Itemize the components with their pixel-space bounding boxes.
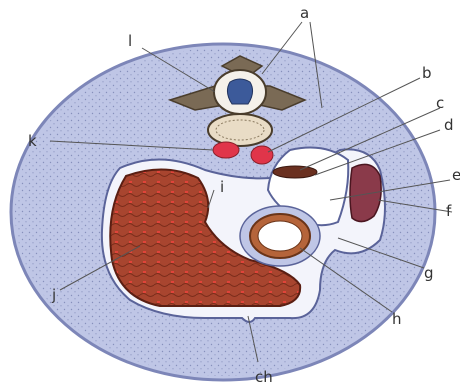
label-f: f bbox=[446, 202, 452, 220]
vessel-b bbox=[251, 146, 273, 164]
label-h: h bbox=[392, 310, 402, 328]
intestine-loop bbox=[240, 206, 320, 266]
structure-d bbox=[273, 166, 317, 178]
label-g: g bbox=[424, 264, 434, 282]
label-d: d bbox=[444, 116, 454, 134]
label-i: i bbox=[220, 178, 224, 196]
label-k: k bbox=[28, 132, 37, 150]
label-ch: ch bbox=[255, 368, 273, 386]
label-l: l bbox=[128, 32, 132, 50]
label-c: c bbox=[436, 94, 444, 112]
label-a: a bbox=[300, 4, 309, 22]
label-b: b bbox=[422, 64, 432, 82]
spleen bbox=[350, 164, 381, 221]
vessel-k bbox=[213, 142, 239, 158]
label-e: e bbox=[452, 166, 460, 184]
label-j: j bbox=[51, 286, 56, 304]
